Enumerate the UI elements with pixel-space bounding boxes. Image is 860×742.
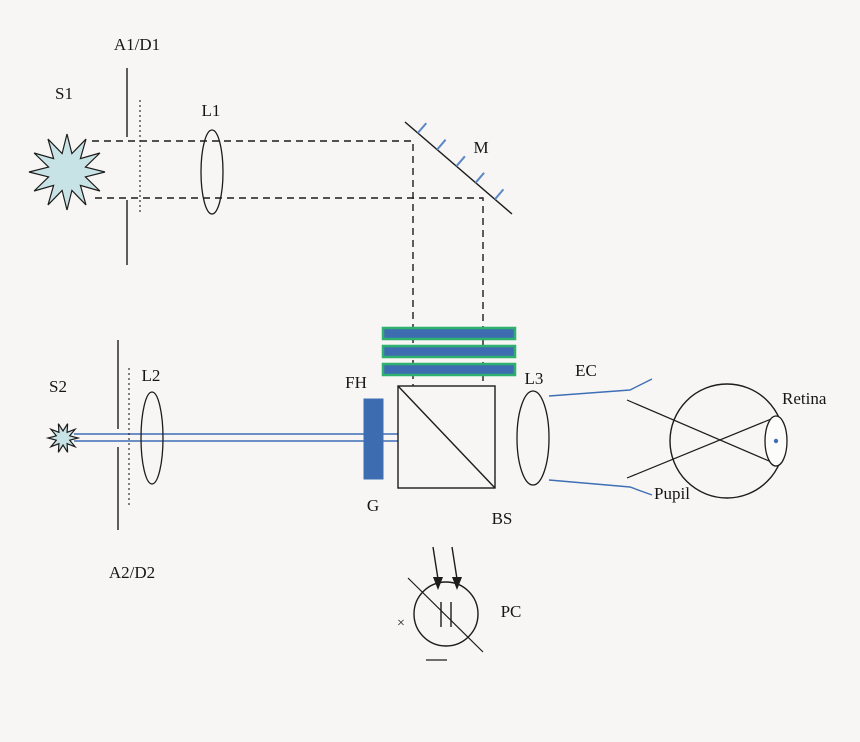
mirror-hatch-marks: [417, 122, 505, 200]
photocell-body: [413, 581, 479, 647]
mirror-label: M: [473, 138, 488, 157]
retina-focus-dot: [773, 438, 779, 444]
aperture2-label: A2/D2: [109, 563, 155, 582]
filter-bar: [381, 362, 517, 377]
beam-splitter-diagonal: [397, 385, 496, 489]
mirror-hatch-icon: [494, 188, 505, 200]
photocell-group: × PC: [397, 546, 522, 661]
beam-splitter-body: [397, 385, 496, 489]
photocell-lead-diagonal: [407, 577, 484, 653]
filter-holder-shape: [363, 398, 384, 480]
lens3-shape: [516, 390, 550, 486]
source1-label: S1: [55, 84, 73, 103]
incident-arrow-right: [451, 546, 458, 580]
lens2-label: L2: [142, 366, 161, 385]
incident-arrow-left: [432, 546, 439, 580]
source2-starburst: [45, 423, 81, 453]
filter-stack: [381, 326, 517, 377]
mirror-surface: [404, 121, 513, 215]
mirror-hatch-icon: [474, 172, 485, 184]
eye-cup-label: EC: [575, 361, 597, 380]
focusing-ray-lower: [626, 416, 777, 479]
lens1-shape: [200, 129, 224, 215]
focusing-ray-upper: [626, 399, 777, 465]
lens1-label: L1: [202, 101, 221, 120]
lens2-shape: [140, 391, 164, 485]
glass-label: G: [367, 496, 379, 515]
source2-label: S2: [49, 377, 67, 396]
source1-starburst: [28, 133, 106, 211]
eye-cup-bottom-edge: [548, 479, 653, 496]
cross-mark: ×: [397, 616, 405, 631]
filter-bar: [381, 326, 517, 341]
photocell-label: PC: [501, 602, 522, 621]
mirror-hatch-icon: [436, 139, 447, 151]
dashed-beam-lower: [95, 197, 484, 386]
aperture1-label: A1/D1: [114, 35, 160, 54]
mirror-hatch-icon: [417, 122, 428, 134]
eye-cup-top-edge: [548, 378, 653, 397]
lens3-label: L3: [525, 369, 544, 388]
mirror-hatch-icon: [455, 155, 466, 167]
filter-bar: [381, 344, 517, 359]
filter-holder-label: FH: [345, 373, 367, 392]
dashed-beam-upper: [92, 140, 414, 386]
retina-label: Retina: [782, 389, 827, 408]
pupil-label: Pupil: [654, 484, 690, 503]
beam-splitter-label: BS: [492, 509, 513, 528]
